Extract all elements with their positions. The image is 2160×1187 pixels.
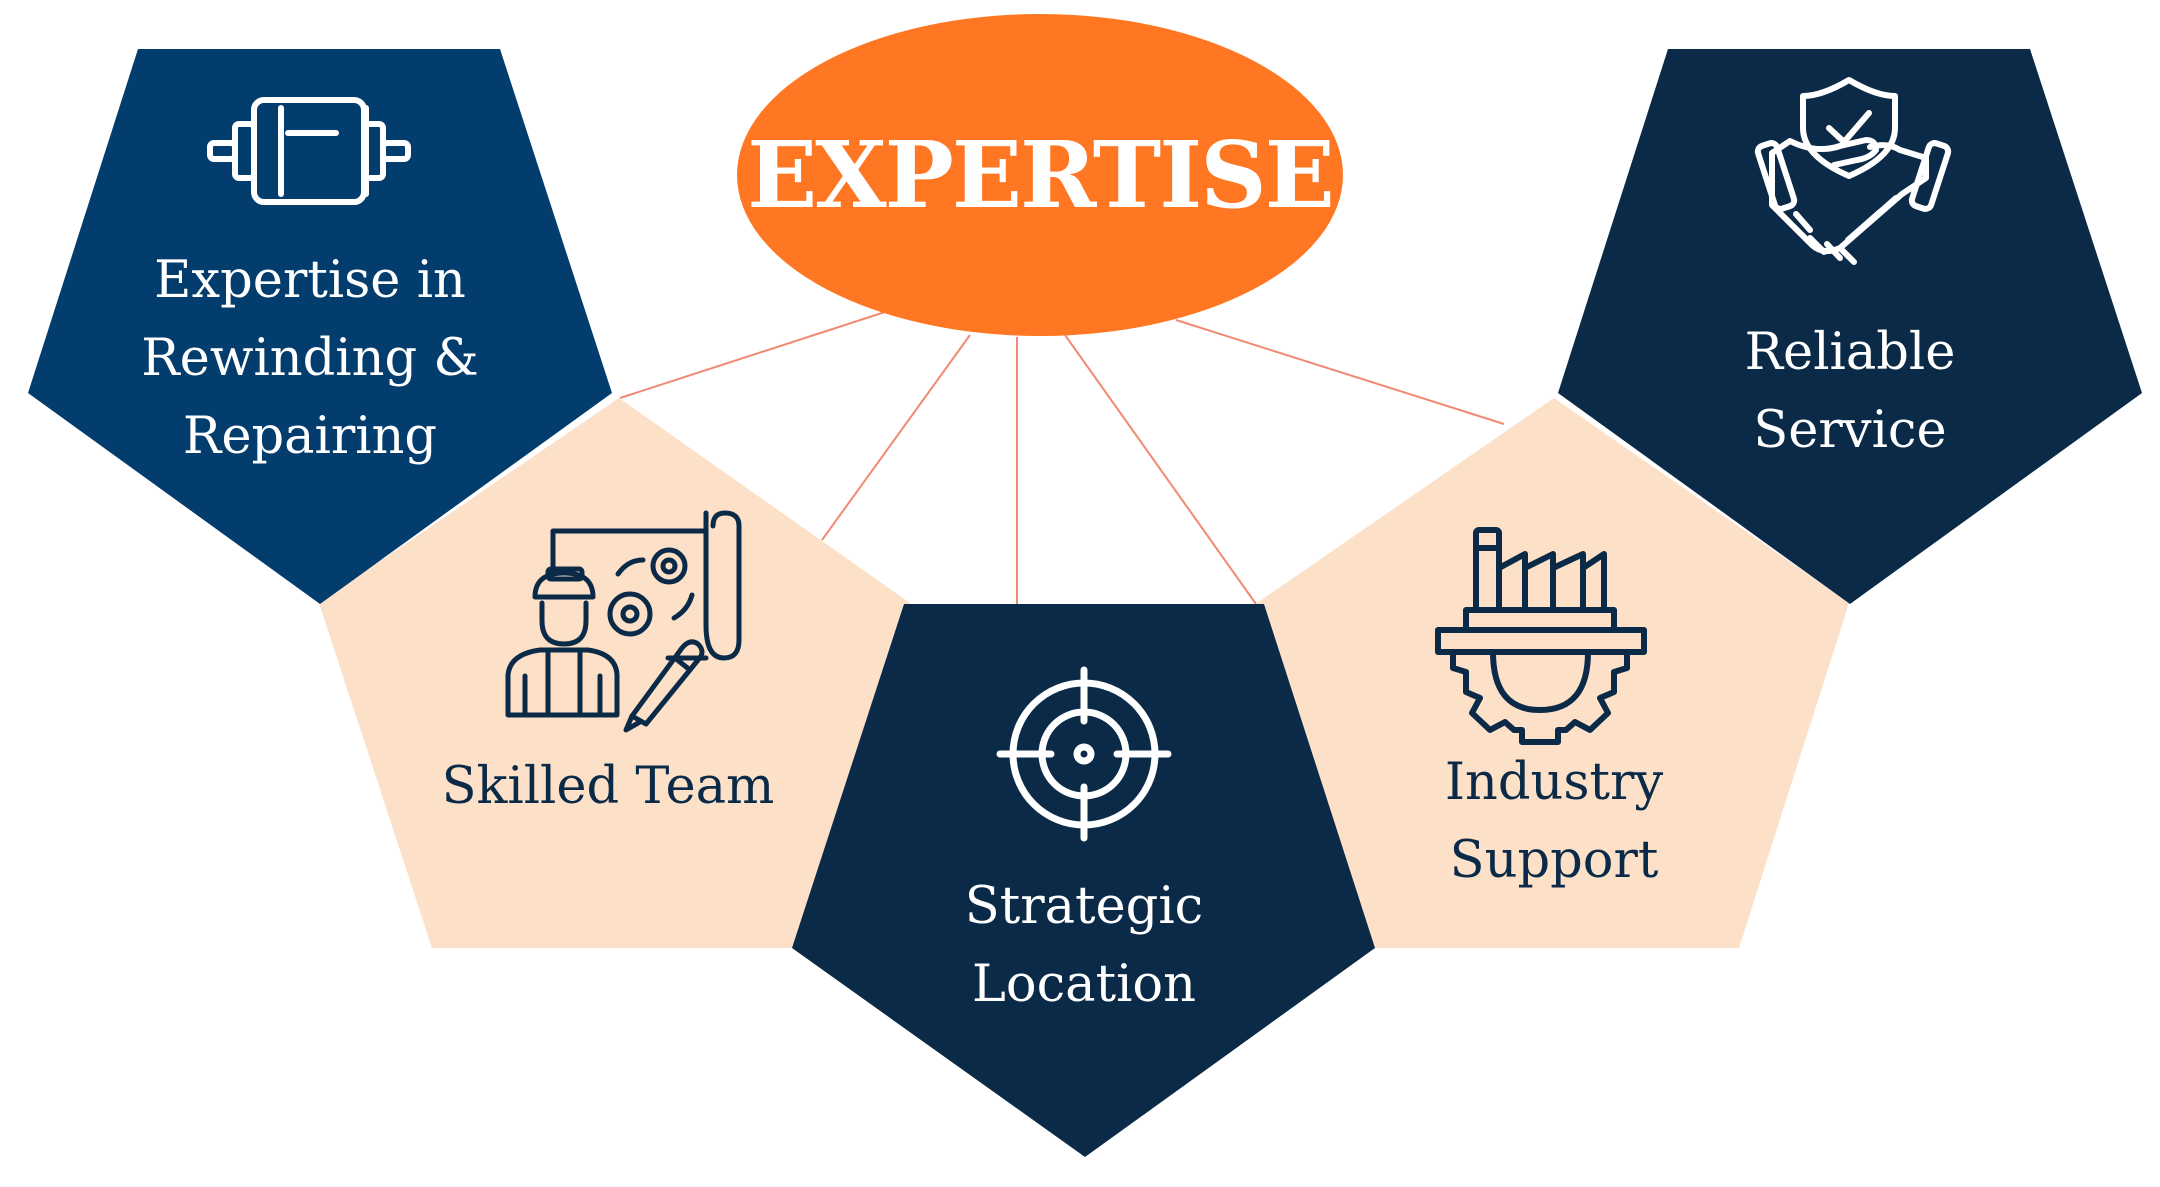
label-line: Expertise in	[154, 251, 466, 310]
connector-to-skilled-team	[619, 311, 886, 399]
label-line: Reliable	[1744, 323, 1956, 382]
label-line: Repairing	[182, 407, 438, 466]
pentagon-reliable-service	[1558, 49, 2142, 604]
label-line: Service	[1753, 401, 1947, 460]
label-skilled-team: Skilled Team	[408, 748, 808, 826]
label-line: Skilled Team	[441, 757, 775, 816]
connector-to-industry-support	[1064, 334, 1257, 605]
pentagon-industry-support	[1257, 398, 1849, 948]
connector-to-skilled-team-2	[821, 334, 971, 541]
connector-to-industry-support-2	[1175, 319, 1505, 425]
engineer-icon	[505, 510, 742, 733]
target-icon	[996, 666, 1172, 842]
connector-lines	[619, 311, 1505, 605]
factory-gear-icon	[1435, 527, 1647, 745]
motor-icon	[207, 97, 411, 205]
pentagon-rewinding-repairing	[28, 49, 612, 604]
label-line: Industry	[1444, 753, 1664, 812]
label-industry-support: Industry Support	[1354, 744, 1754, 900]
handshake-shield-icon	[1754, 77, 1952, 265]
diagram-title: EXPERTISE	[747, 121, 1335, 229]
label-reliable-service: Reliable Service	[1650, 314, 2050, 470]
label-line: Location	[972, 955, 1196, 1014]
pentagon-strategic-location	[792, 604, 1375, 1157]
label-line: Support	[1449, 831, 1659, 890]
label-line: Strategic	[964, 877, 1204, 936]
label-strategic-location: Strategic Location	[884, 868, 1284, 1024]
label-line: Rewinding &	[141, 329, 479, 388]
label-rewinding-repairing: Expertise in Rewinding & Repairing	[110, 242, 510, 476]
expertise-hub	[737, 14, 1343, 336]
